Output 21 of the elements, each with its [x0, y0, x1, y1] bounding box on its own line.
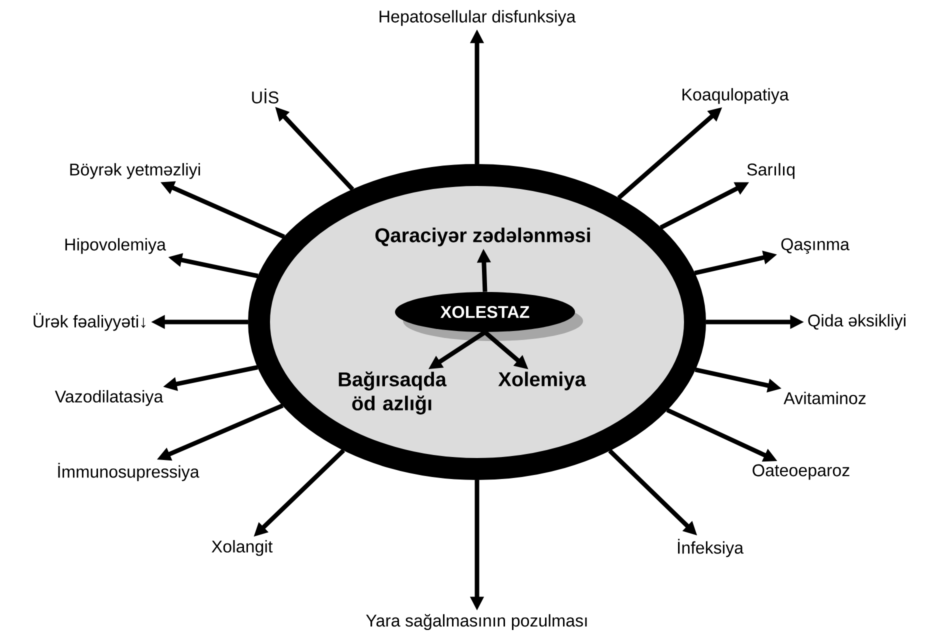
text-label: Xolemiya [498, 372, 586, 390]
text-label: Qaraciyər zədələnməsi [375, 228, 590, 246]
text-label: Xolangit [212, 540, 273, 556]
ellipse-node: XOLESTAZ [395, 292, 583, 341]
text-label: İnfeksiya [678, 538, 744, 558]
text-label: UİS [252, 88, 278, 104]
text-label: Bağırsaqda öd azlığı [338, 372, 447, 414]
text-label: Sarılıq [747, 163, 794, 179]
ring-ellipse [248, 164, 706, 480]
text-label: İmmunosupressiya [58, 462, 200, 482]
text-label: Qida əksikliyi [808, 314, 906, 330]
text-label: Hipovolemiya [65, 238, 166, 254]
text-label: Yara sağalmasının pozulması [366, 614, 587, 630]
text-label: Böyrək yetməzliyi [70, 163, 200, 179]
text-label: Ürək fəaliyyəti↓ [34, 313, 146, 331]
text-label: Avitaminoz [784, 392, 866, 404]
text-label: Koaqulopatiya [682, 88, 789, 104]
text-label: Hepatosellular disfunksiya [380, 10, 576, 26]
text-label: Qaşınma [781, 238, 850, 254]
text-label: Vazodilatasiya [54, 390, 164, 406]
text-label: Oateoeparoz [752, 464, 850, 480]
